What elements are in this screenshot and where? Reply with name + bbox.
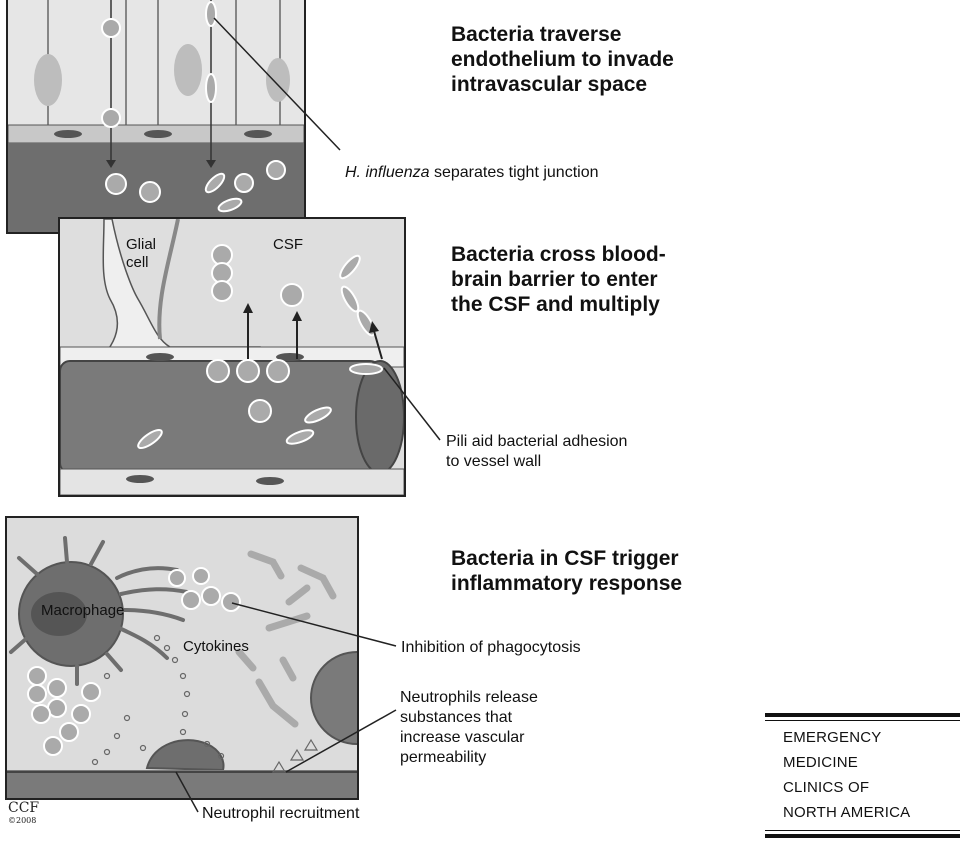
- panel-blood-brain-barrier: Glial cell CSF: [58, 217, 406, 497]
- cytokines-label: Cytokines: [183, 638, 249, 655]
- journal-line-3: CLINICS OF: [783, 779, 870, 796]
- panel-inflammatory-response: Macrophage Cytokines: [5, 516, 359, 800]
- panel2-heading: Bacteria cross blood- brain barrier to e…: [451, 243, 666, 316]
- pili-callout: Pili aid bacterial adhesion to vessel wa…: [446, 433, 628, 470]
- endothelium-illustration: [8, 0, 304, 232]
- illustrator-credit: CCF ©2008: [8, 800, 39, 826]
- logo-rule-bottom: [765, 834, 960, 838]
- nucleus: [174, 44, 202, 96]
- journal-logo: EMERGENCY MEDICINE CLINICS OF NORTH AMER…: [765, 713, 960, 843]
- glial-cell-label: Glial cell: [126, 236, 157, 271]
- logo-rule-bottom-thin: [765, 830, 960, 831]
- nucleus: [34, 54, 62, 106]
- panel1-heading: Bacteria traverse endothelium to invade …: [451, 23, 674, 96]
- credit-year: ©2008: [8, 816, 37, 825]
- csf-label: CSF: [273, 236, 303, 253]
- bbb-illustration: [60, 219, 404, 495]
- journal-line-2: MEDICINE: [783, 754, 858, 771]
- macrophage-cell: [9, 536, 189, 686]
- logo-rule-top-thin: [765, 720, 960, 721]
- inflammation-illustration: [7, 518, 357, 798]
- nucleus: [266, 58, 290, 102]
- callout-text: separates tight junction: [429, 164, 599, 181]
- panel3-heading: Bacteria in CSF trigger inflammatory res…: [451, 547, 683, 595]
- panel-endothelium: [6, 0, 306, 234]
- recruitment-callout: Neutrophil recruitment: [202, 805, 360, 822]
- credit-main: CCF: [8, 800, 40, 816]
- journal-line-4: NORTH AMERICA: [783, 804, 911, 821]
- organism-name: H. influenza: [345, 164, 430, 181]
- phagocytosis-callout: Inhibition of phagocytosis: [401, 639, 581, 656]
- macrophage-label: Macrophage: [41, 602, 125, 619]
- neutrophils-callout: Neutrophils release substances that incr…: [400, 689, 538, 766]
- logo-rule-top: [765, 713, 960, 717]
- h-influenza-callout: H. influenza separates tight junction: [345, 143, 599, 183]
- journal-line-1: EMERGENCY: [783, 729, 882, 746]
